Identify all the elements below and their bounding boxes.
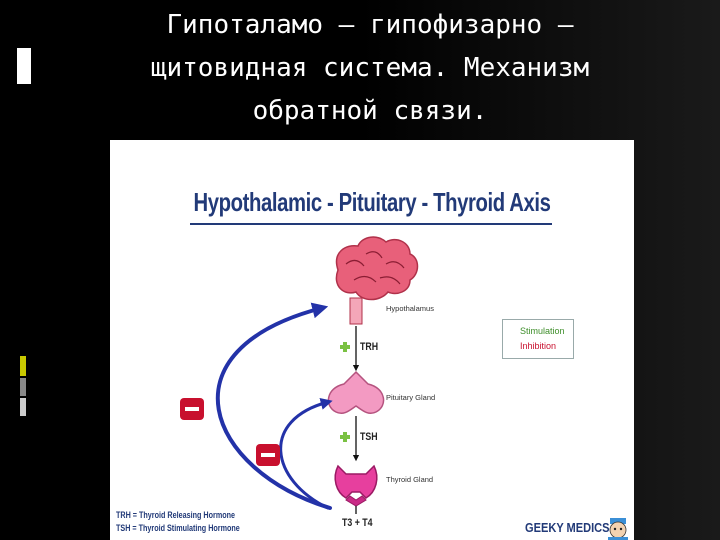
diagram-graphics xyxy=(180,236,628,540)
slide-title-line-1: Гипоталамо – гипофизарно – xyxy=(166,10,574,40)
plus-icon xyxy=(340,432,350,442)
legend-stimulation: Stimulation xyxy=(520,326,565,336)
minus-icon xyxy=(180,398,204,420)
diagram-panel: Hypothalamic - Pituitary - Thyroid Axis xyxy=(110,140,634,540)
trh-label: TRH xyxy=(360,341,379,353)
decor-bar-mid3 xyxy=(20,398,26,416)
diagram-title-underline xyxy=(190,223,552,225)
slide-title: Гипоталамо – гипофизарно – щитовидная си… xyxy=(40,4,700,133)
t3t4-label: T3 + T4 xyxy=(342,517,373,529)
decor-bar-mid2 xyxy=(20,378,26,396)
thyroid-label: Thyroid Gland xyxy=(386,475,434,484)
diagram-title: Hypothalamic - Pituitary - Thyroid Axis xyxy=(193,187,551,217)
decor-bar-top xyxy=(17,48,31,84)
decor-bar-mid xyxy=(20,356,26,376)
brand-logo-text: GEEKY MEDICS xyxy=(525,520,610,535)
minus-icon xyxy=(256,444,280,466)
hypothalamus-label: Hypothalamus xyxy=(386,304,434,313)
abbr-tsh: TSH = Thyroid Stimulating Hormone xyxy=(116,523,240,533)
slide-title-line-3: обратной связи. xyxy=(252,96,488,126)
plus-icon xyxy=(340,342,350,352)
tsh-label: TSH xyxy=(360,431,378,443)
pituitary-icon xyxy=(327,370,385,415)
thyroid-icon xyxy=(334,464,378,507)
slide-title-line-2: щитовидная система. Механизм xyxy=(150,53,590,83)
doctor-mascot-icon xyxy=(608,518,628,540)
legend-box xyxy=(502,319,574,359)
pituitary-label: Pituitary Gland xyxy=(386,393,436,402)
brain-icon xyxy=(335,236,419,325)
abbr-trh: TRH = Thyroid Releasing Hormone xyxy=(116,510,236,520)
legend-inhibition: Inhibition xyxy=(520,341,557,351)
short-feedback-arrow xyxy=(279,398,333,510)
long-feedback-arrow xyxy=(216,302,332,510)
